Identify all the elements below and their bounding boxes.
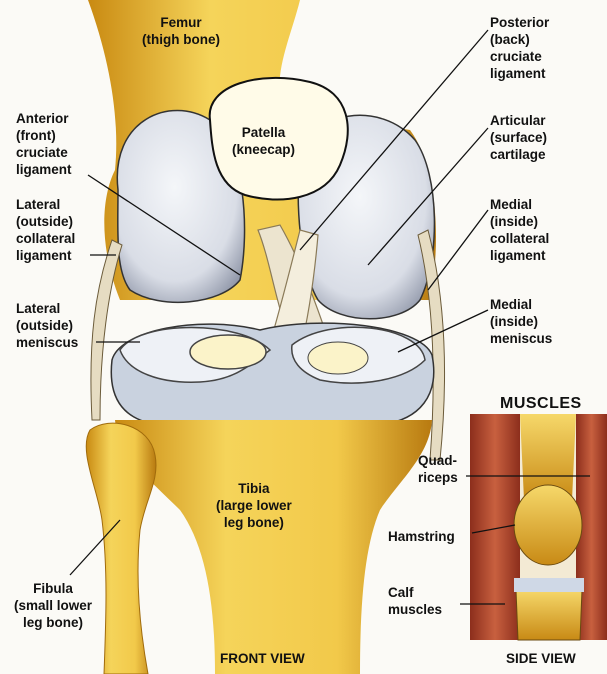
front-view-caption: FRONT VIEW [220, 650, 305, 667]
articular-cartilage-label: Articular (surface) cartilage [490, 112, 547, 163]
medial-collateral-label: Medial (inside) collateral ligament [490, 196, 549, 264]
tibia-shape [115, 420, 432, 674]
side-view-panel [470, 414, 607, 640]
medial-meniscus-label: Medial (inside) meniscus [490, 296, 552, 347]
side-view-caption: SIDE VIEW [506, 650, 576, 667]
posterior-cruciate-label: Posterior (back) cruciate ligament [490, 14, 549, 82]
lateral-collateral-label: Lateral (outside) collateral ligament [16, 196, 75, 264]
calf-muscles-label: Calf muscles [388, 584, 442, 618]
patella-label: Patella (kneecap) [232, 124, 295, 158]
tibia-label: Tibia (large lower leg bone) [216, 480, 292, 531]
femur-label: Femur (thigh bone) [142, 14, 220, 48]
hamstring-label: Hamstring [388, 528, 455, 545]
muscles-title: MUSCLES [500, 395, 582, 412]
fibula-shape [86, 423, 156, 674]
fibula-label: Fibula (small lower leg bone) [14, 580, 92, 631]
anterior-cruciate-label: Anterior (front) cruciate ligament [16, 110, 72, 178]
quadriceps-label: Quad- riceps [418, 452, 458, 486]
lateral-meniscus-label: Lateral (outside) meniscus [16, 300, 78, 351]
